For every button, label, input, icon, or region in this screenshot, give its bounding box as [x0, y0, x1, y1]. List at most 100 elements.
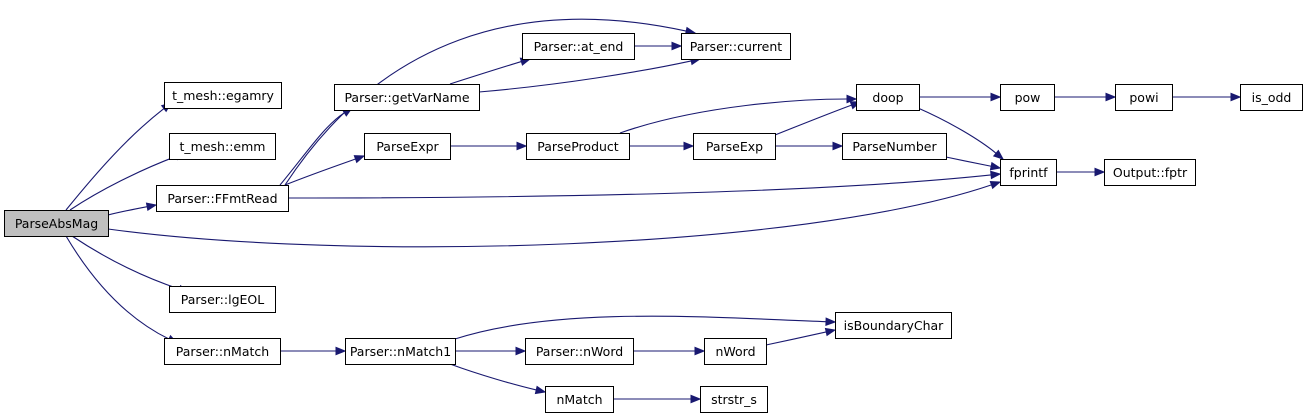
node-box[interactable] — [693, 133, 776, 160]
node-current[interactable]: Parser::current — [681, 33, 791, 60]
node-ParseNumber[interactable]: ParseNumber — [842, 133, 947, 160]
node-box[interactable] — [835, 312, 952, 339]
node-nMatch1[interactable]: Parser::nMatch1 — [345, 338, 456, 365]
node-label: Parser::getVarName — [344, 90, 469, 105]
node-box[interactable] — [704, 338, 767, 365]
node-isBoundaryChar[interactable]: isBoundaryChar — [835, 312, 952, 339]
node-box[interactable] — [1240, 84, 1303, 111]
node-box[interactable] — [164, 338, 281, 365]
edge-line — [65, 235, 170, 340]
node-lgEOL[interactable]: Parser::lgEOL — [169, 286, 276, 313]
arrowhead — [145, 202, 158, 212]
node-box[interactable] — [545, 386, 614, 413]
node-box[interactable] — [164, 82, 282, 109]
node-label: nMatch — [556, 392, 602, 407]
node-at_end[interactable]: Parser::at_end — [522, 33, 635, 60]
arrowhead — [671, 41, 683, 51]
node-nMatch[interactable]: Parser::nMatch — [164, 338, 281, 365]
node-FFmtRead[interactable]: Parser::FFmtRead — [156, 185, 289, 212]
node-label: Output::fptr — [1113, 165, 1188, 180]
node-box[interactable] — [1104, 159, 1196, 186]
arrowhead — [989, 180, 1002, 190]
edge-nMatch-to-nMatch1 — [279, 346, 347, 356]
edge-doop-to-fprintf — [917, 107, 1005, 160]
node-box[interactable] — [522, 33, 635, 60]
edge-ParseAbsMag-to-nMatch — [65, 235, 179, 344]
node-box[interactable] — [1115, 84, 1173, 111]
node-box[interactable] — [169, 286, 276, 313]
node-nWord[interactable]: nWord — [704, 338, 767, 365]
edge-nMatch1-to-isBoundaryChar — [454, 315, 837, 340]
edge-ParseAbsMag-to-egamry — [65, 102, 173, 211]
node-label: ParseAbsMag — [15, 216, 98, 231]
arrowhead — [516, 141, 528, 151]
edge-nWordP-to-nWord — [632, 346, 706, 356]
edge-ParseAbsMag-to-lgEOL — [71, 235, 190, 294]
arrowhead — [824, 327, 837, 337]
node-label: nWord — [715, 344, 755, 359]
edge-getVarName-to-at_end — [449, 57, 532, 85]
edge-FFmtRead-to-fprintf — [287, 170, 1002, 199]
node-fptr[interactable]: Output::fptr — [1104, 159, 1196, 186]
node-label: Parser::lgEOL — [181, 292, 264, 307]
node-ParseExp[interactable]: ParseExp — [693, 133, 776, 160]
node-box[interactable] — [526, 133, 630, 160]
edge-pow-to-powi — [1053, 92, 1117, 102]
node-emm[interactable]: t_mesh::emm — [169, 133, 276, 160]
edge-getVarName-to-current — [478, 56, 702, 93]
edge-ParseNumber-to-fprintf — [945, 156, 1002, 171]
node-label: t_mesh::emm — [180, 139, 266, 154]
arrowhead — [335, 346, 347, 356]
node-box[interactable] — [1000, 84, 1055, 111]
node-getVarName[interactable]: Parser::getVarName — [334, 84, 480, 111]
node-box[interactable] — [169, 133, 276, 160]
node-powi[interactable]: powi — [1115, 84, 1173, 111]
edge-nWord-to-isBoundaryChar — [765, 327, 837, 346]
edge-nMatch1-to-nMatchF — [449, 363, 547, 395]
node-label: powi — [1129, 90, 1158, 105]
node-doop[interactable]: doop — [856, 84, 920, 111]
node-pow[interactable]: pow — [1000, 84, 1055, 111]
node-box[interactable] — [156, 185, 289, 212]
edge-nMatch1-to-nWordP — [454, 346, 527, 356]
arrowhead — [825, 317, 837, 327]
node-box[interactable] — [345, 338, 456, 365]
node-strstr_s[interactable]: strstr_s — [700, 386, 768, 413]
node-box[interactable] — [842, 133, 947, 160]
node-label: t_mesh::egamry — [172, 88, 274, 103]
node-box[interactable] — [364, 133, 451, 160]
edge-ParseProduct-to-ParseExp — [629, 141, 695, 151]
call-graph-nodes: ParseAbsMagt_mesh::egamryt_mesh::emmPars… — [4, 33, 1303, 413]
arrowhead — [690, 394, 702, 404]
arrowhead — [534, 385, 547, 395]
node-box[interactable] — [334, 84, 480, 111]
node-fprintf[interactable]: fprintf — [1000, 159, 1057, 186]
arrowhead — [832, 141, 844, 151]
node-box[interactable] — [525, 338, 634, 365]
arrowhead — [990, 92, 1002, 102]
node-ParseAbsMag[interactable]: ParseAbsMag — [4, 210, 109, 237]
node-ParseExpr[interactable]: ParseExpr — [364, 133, 451, 160]
edge-line — [69, 155, 177, 211]
edge-line — [449, 363, 537, 391]
node-box[interactable] — [856, 84, 920, 111]
edge-line — [774, 104, 852, 136]
node-label: Parser::nMatch1 — [350, 344, 451, 359]
arrowhead — [683, 141, 695, 151]
node-egamry[interactable]: t_mesh::egamry — [164, 82, 282, 109]
node-nMatchF[interactable]: nMatch — [545, 386, 614, 413]
node-box[interactable] — [4, 210, 109, 237]
node-is_odd[interactable]: is_odd — [1240, 84, 1303, 111]
node-ParseProduct[interactable]: ParseProduct — [526, 133, 630, 160]
node-box[interactable] — [700, 386, 768, 413]
edge-line — [65, 108, 165, 211]
edge-FFmtRead-to-current — [284, 18, 697, 186]
node-box[interactable] — [1000, 159, 1057, 186]
edge-ParseProduct-to-doop — [619, 94, 858, 134]
edge-ParseExp-to-ParseNumber — [775, 141, 844, 151]
node-nWordP[interactable]: Parser::nWord — [525, 338, 634, 365]
node-label: fprintf — [1009, 165, 1048, 180]
edge-ParseAbsMag-to-FFmtRead — [107, 202, 158, 216]
node-box[interactable] — [681, 33, 791, 60]
